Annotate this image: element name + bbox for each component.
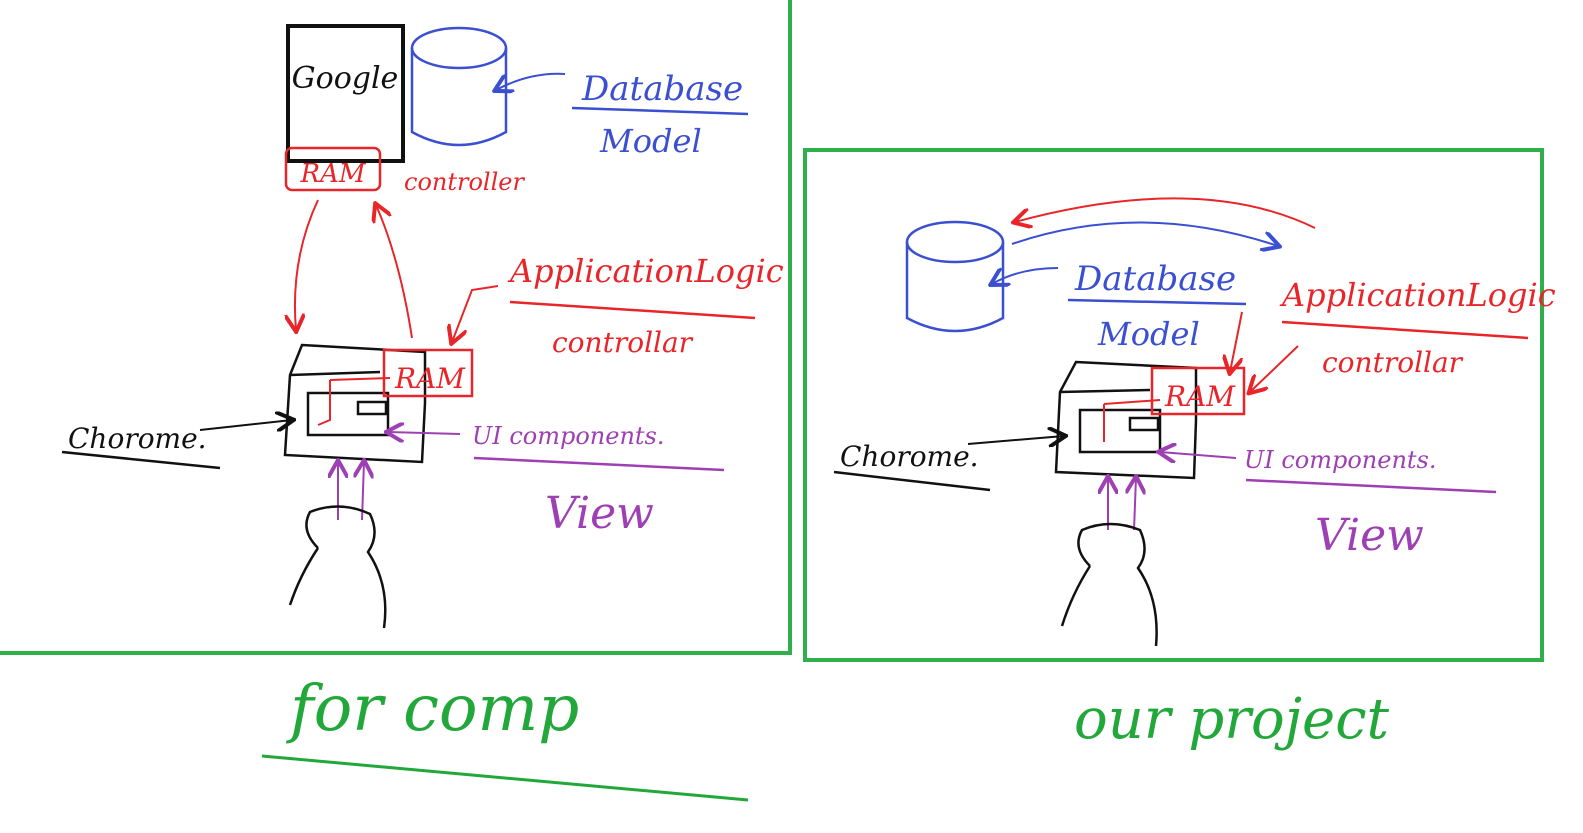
model-to-ram-arrow [1230, 311, 1243, 372]
chrome-arrow [199, 420, 292, 430]
ui-components-arrow [1160, 452, 1237, 458]
database-label: Database [581, 69, 743, 109]
chrome-arrow [967, 436, 1064, 444]
view-label: View [1315, 510, 1424, 561]
left-panel: Google Database Model RAM controller App… [0, 0, 792, 655]
user-figure-icon [1060, 522, 1158, 647]
application-logic-divider [509, 300, 756, 320]
captions: for comp our project [261, 672, 1390, 802]
server-ram-box [284, 146, 382, 192]
application-logic-label: ApplicationLogic [507, 252, 784, 290]
ui-components-divider [1245, 478, 1497, 494]
ui-components-label: UI components. [472, 422, 665, 450]
ram-to-ui-link [1103, 399, 1161, 442]
database-cylinder-icon [905, 220, 1005, 333]
google-label: Google [292, 61, 399, 96]
database-label: Database [1074, 259, 1236, 299]
user-to-browser-arrow-2 [1134, 478, 1136, 531]
controllar-label: controllar [1322, 346, 1464, 379]
application-logic-label: ApplicationLogic [1279, 276, 1556, 314]
left-panel-frame [0, 0, 792, 655]
controller-label-top: controller [404, 168, 525, 196]
database-cylinder-icon [410, 26, 508, 147]
browser-ram-box [382, 348, 474, 398]
database-arrow [992, 267, 1059, 284]
database-model-divider [571, 106, 749, 116]
model-label: Model [1097, 315, 1200, 353]
chrome-underline [833, 470, 991, 492]
server-ram-label: RAM [300, 159, 367, 189]
database-arrow [496, 72, 566, 90]
right-panel-frame [803, 148, 1544, 662]
browser-to-server-arrow [376, 205, 413, 339]
application-logic-divider [1281, 320, 1529, 340]
user-figure-icon [288, 505, 387, 629]
browser-ram-label: RAM [1164, 380, 1236, 413]
server-to-browser-arrow [295, 199, 319, 330]
model-label: Model [599, 122, 702, 160]
chrome-label: Chorome. [68, 422, 207, 455]
google-server-box [286, 24, 405, 163]
ui-components-label: UI components. [1244, 446, 1437, 474]
right-panel: Database Model ApplicationLogic controll… [803, 148, 1556, 662]
chrome-underline [61, 450, 221, 470]
left-caption: for comp [286, 672, 579, 746]
chrome-label: Chorome. [840, 440, 979, 473]
left-caption-underline [261, 754, 749, 802]
right-caption: our project [1074, 687, 1390, 752]
browser-computer-icon [283, 343, 427, 464]
ui-components-arrow [388, 432, 461, 434]
database-model-divider [1067, 298, 1247, 306]
app-logic-to-ram-arrow [452, 285, 499, 342]
app-logic-to-ram-arrow [1250, 345, 1299, 392]
browser-ram-label: RAM [394, 362, 466, 395]
view-label: View [545, 488, 654, 539]
logic-to-db-arrow [1015, 197, 1316, 228]
browser-ram-box [1150, 366, 1246, 416]
db-to-logic-arrow [1011, 221, 1278, 246]
controllar-label: controllar [552, 326, 694, 359]
ui-components-divider [473, 456, 725, 472]
ram-to-ui-link [317, 377, 391, 426]
